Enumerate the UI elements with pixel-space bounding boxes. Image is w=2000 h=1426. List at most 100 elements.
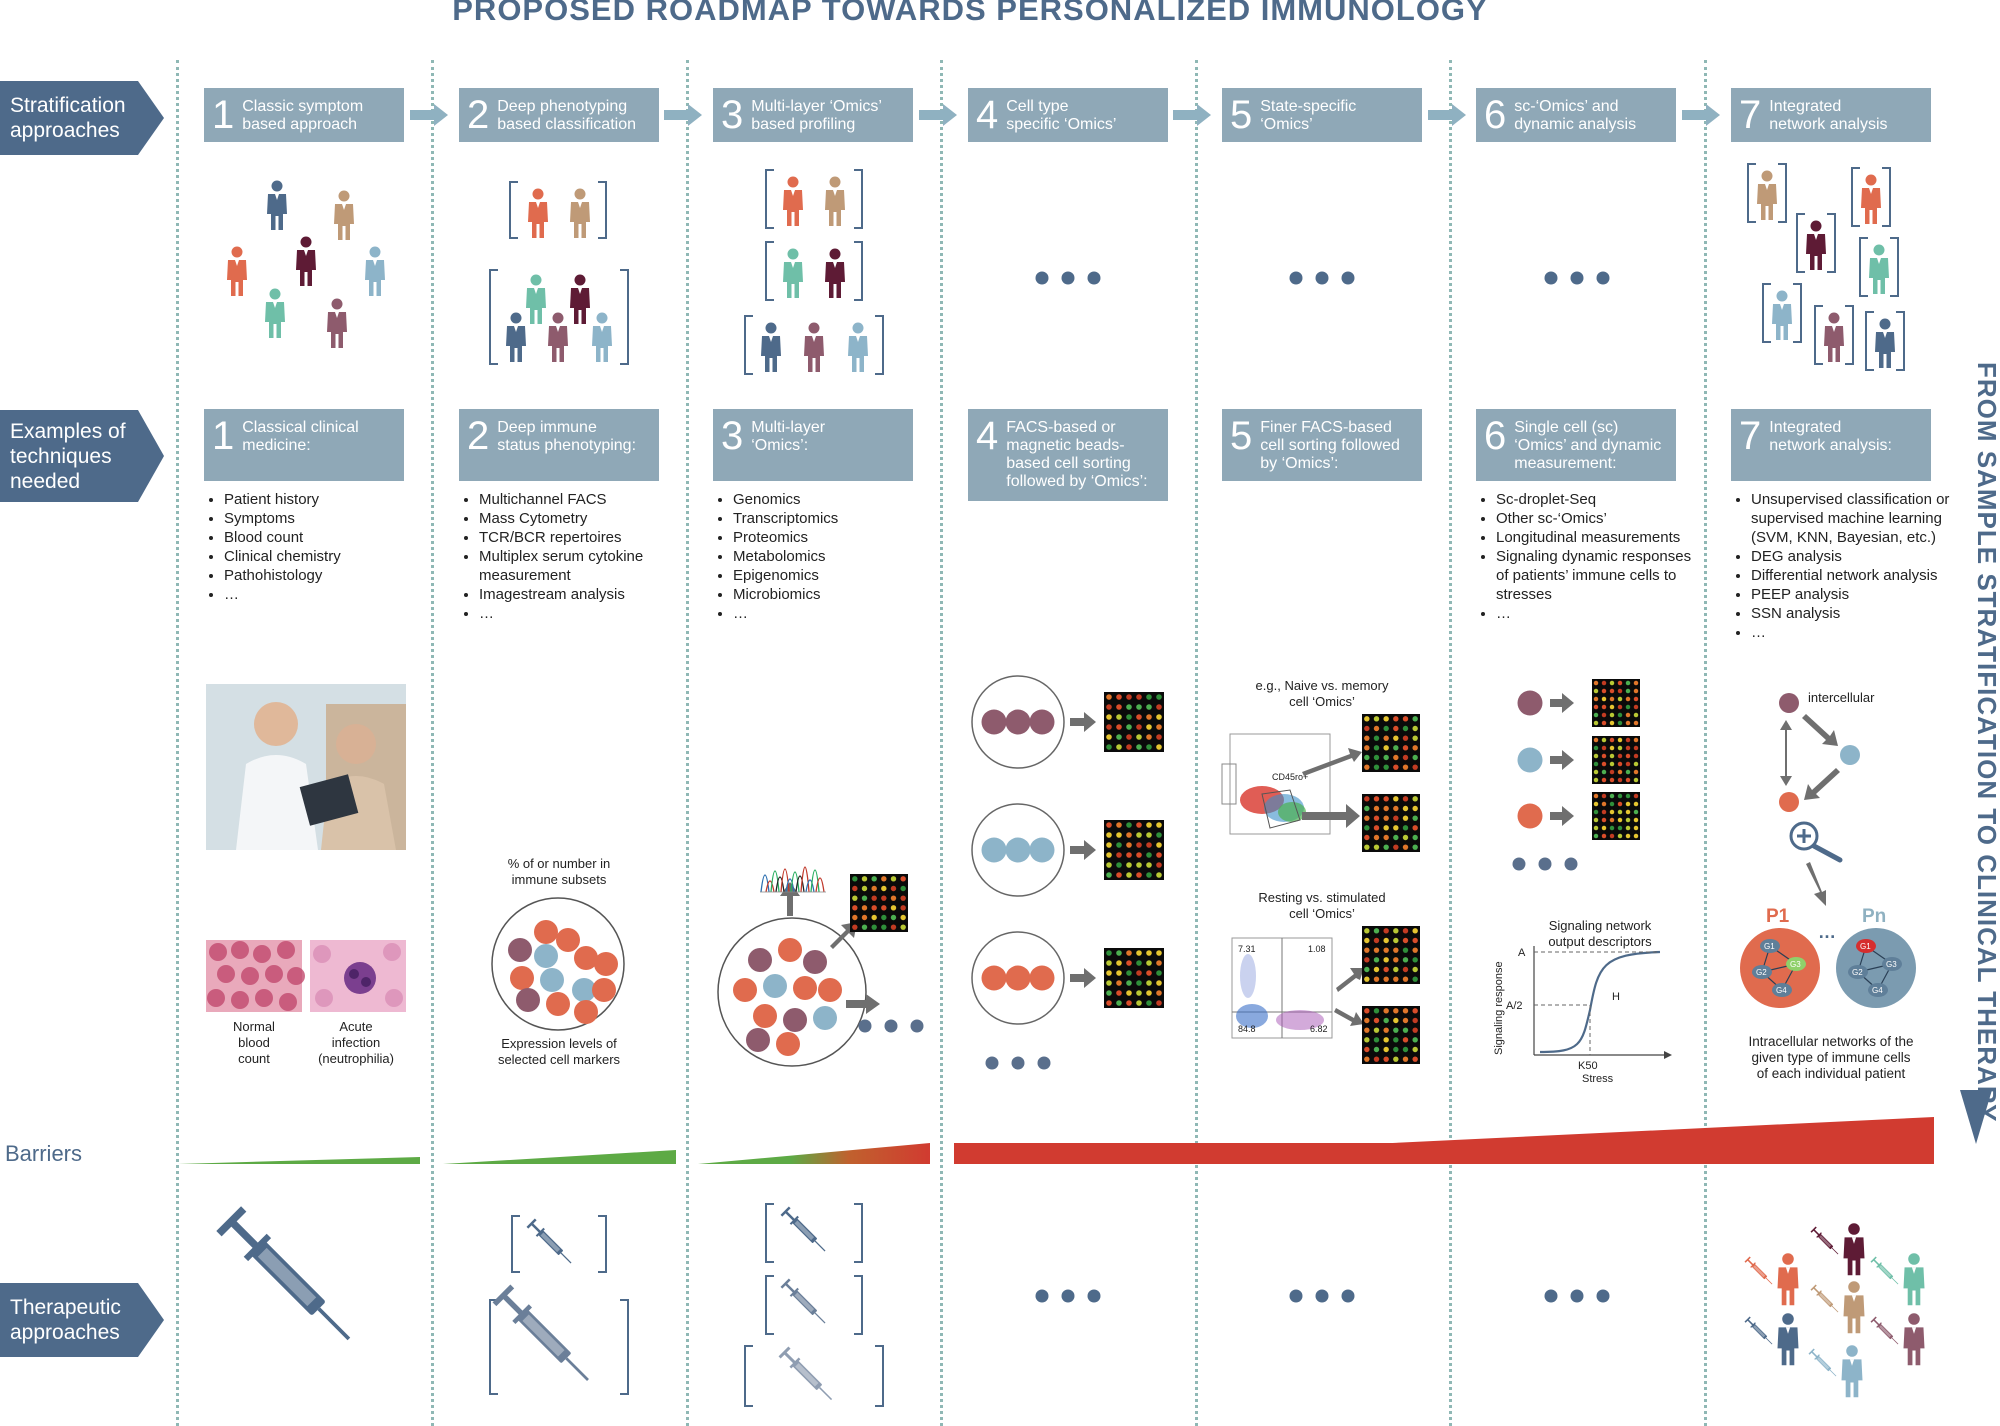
- microarray-spot: [1373, 834, 1380, 841]
- bracket-right: [1896, 311, 1905, 371]
- person-body: [848, 336, 868, 372]
- microarray-spot: [1146, 744, 1152, 750]
- microarray-spot: [1633, 809, 1639, 815]
- microarray-spot: [1146, 1000, 1152, 1006]
- person-collar: [1851, 1237, 1857, 1244]
- person-icon: [1869, 244, 1889, 294]
- ellipsis-dot: [1061, 271, 1075, 285]
- microarray-spot: [1126, 714, 1132, 720]
- facs-cluster: [1276, 1010, 1324, 1030]
- microarray-spot: [1383, 1046, 1389, 1053]
- microarray-spot: [1633, 696, 1639, 702]
- syringe-window: [257, 1247, 317, 1307]
- bracket-right: [1778, 163, 1787, 223]
- person-head: [1810, 220, 1822, 232]
- spectrum-peak: [765, 880, 775, 893]
- person-collar: [235, 260, 239, 266]
- microarray-spot: [1625, 769, 1631, 775]
- spectrum-peak: [785, 878, 795, 893]
- technique-list-7: Unsupervised classification or supervise…: [1731, 490, 1956, 642]
- microarray-spot: [1412, 966, 1418, 973]
- microarray-spot: [1136, 724, 1142, 730]
- person-collar: [600, 326, 604, 332]
- spectrum-peak: [775, 876, 785, 893]
- microarray-spot: [1633, 680, 1639, 686]
- microarray-spot: [1393, 957, 1399, 963]
- spectrum-peak: [795, 875, 805, 893]
- microarray-spot: [1373, 796, 1380, 802]
- microarray-spot: [1383, 928, 1389, 934]
- syringe-needle: [1765, 1337, 1773, 1345]
- syringe-window: [1879, 1325, 1892, 1338]
- syringe-needle: [814, 1312, 826, 1324]
- microarray-spot: [1625, 712, 1631, 718]
- bracket-left: [744, 1345, 753, 1407]
- microarray-spot: [1625, 817, 1631, 823]
- facs-gate: [1221, 763, 1237, 805]
- syringe-needle: [819, 1387, 833, 1401]
- microarray-panel: [1592, 736, 1640, 784]
- patient-label: P1: [1766, 906, 1790, 927]
- person-body: [804, 336, 824, 372]
- person-icon: [825, 248, 845, 298]
- microarray-spot: [1393, 725, 1399, 732]
- person-collar: [1814, 234, 1818, 240]
- cell-marker: [546, 992, 570, 1016]
- microarray-spot: [1609, 737, 1615, 743]
- sorted-cell: [1005, 965, 1031, 991]
- bracket-left: [489, 269, 498, 365]
- person-collar: [578, 202, 582, 208]
- microarray-spot: [1617, 809, 1623, 815]
- microarray-spot: [1393, 1008, 1399, 1014]
- cell-marker: [556, 928, 580, 952]
- microarray-spot: [1373, 1056, 1380, 1062]
- microarray-spot: [1402, 1017, 1409, 1024]
- microarray-spot: [1364, 1037, 1370, 1043]
- microarray-spot: [1402, 947, 1409, 953]
- syringe-window: [1819, 1293, 1832, 1306]
- person-body: [1843, 1237, 1865, 1276]
- cell-marker: [594, 952, 618, 976]
- microarray-spot: [1136, 1000, 1142, 1006]
- microarray-spot: [861, 895, 868, 901]
- syringe-flange: [789, 1287, 799, 1297]
- syringe-handle: [1870, 1316, 1877, 1323]
- bracket-right: [854, 169, 863, 229]
- person-collar: [275, 194, 279, 200]
- microarray-spot: [1412, 796, 1418, 802]
- person-icon: [783, 248, 803, 298]
- person-body: [570, 202, 590, 238]
- microarray-spot: [1412, 1037, 1418, 1043]
- list-item: Epigenomics: [733, 566, 933, 585]
- ellipsis-dot: [985, 1056, 999, 1070]
- person-body: [1869, 258, 1889, 294]
- intercellular-network: intercellular: [1779, 690, 1875, 812]
- down-arrow-icon: [1960, 1090, 1992, 1144]
- microarray-spot: [1412, 805, 1418, 812]
- microarray-spot: [1633, 745, 1639, 751]
- syringe-handle: [778, 1346, 791, 1359]
- microarray-spot: [1625, 809, 1631, 815]
- microarray-spot: [1364, 815, 1370, 821]
- microarray-spot: [1116, 724, 1122, 730]
- syringe-icon: [1870, 1316, 1899, 1345]
- microarray-spot: [1136, 704, 1142, 710]
- microarray-spot: [1156, 852, 1162, 858]
- microarray-spot: [1402, 805, 1409, 812]
- therapeutic-row: [216, 1203, 1925, 1407]
- person-head: [1848, 1223, 1860, 1235]
- microarray-spot: [1402, 834, 1409, 841]
- microarray-spot: [1146, 832, 1152, 838]
- microarray-spot: [1116, 714, 1122, 720]
- network-node: [1779, 693, 1799, 713]
- spectrum-peak: [800, 866, 810, 893]
- spectrum-peak: [805, 879, 815, 893]
- cell-marker: [574, 1000, 598, 1024]
- person-head: [1846, 1345, 1858, 1357]
- arrow-right-icon: [919, 104, 957, 126]
- microarray-spot: [1364, 1008, 1370, 1014]
- list-item: Symptoms: [224, 509, 424, 528]
